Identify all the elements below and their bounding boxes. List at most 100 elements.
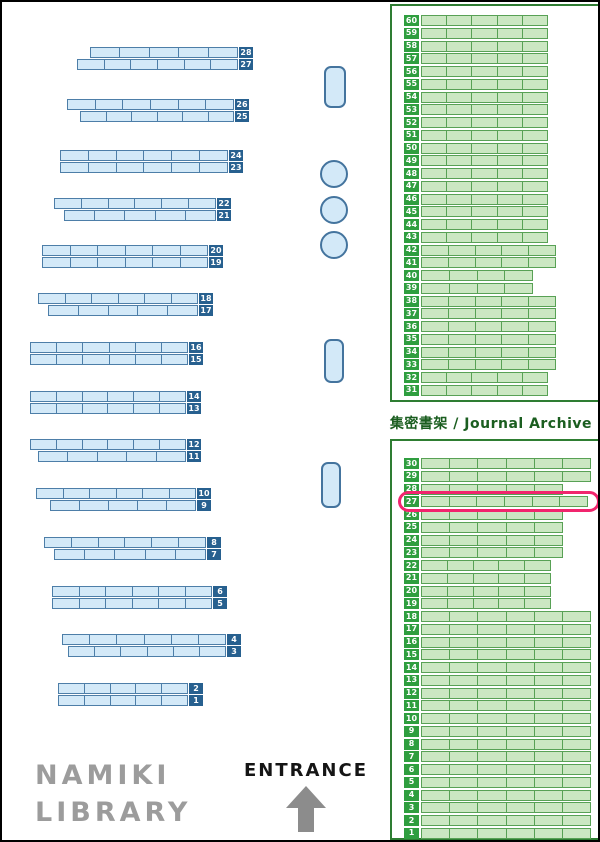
archive-shelf-row <box>421 15 548 26</box>
shelf-cell <box>43 246 71 255</box>
shelf-cell <box>159 587 186 596</box>
round-table <box>320 160 348 188</box>
shelf-cell <box>422 548 451 558</box>
shelf-cell <box>450 624 479 634</box>
shelf-cell <box>422 561 448 570</box>
shelf-cell <box>474 561 500 570</box>
reading-shelf-row <box>42 245 208 256</box>
shelf-cell <box>422 92 448 102</box>
shelf-cell <box>507 816 535 825</box>
shelf-cell <box>158 60 185 69</box>
shelf-cell <box>535 523 562 532</box>
reading-shelf-row <box>60 150 228 161</box>
shelf-cell <box>507 739 535 749</box>
shelf-number-badge: 2 <box>404 815 419 826</box>
shelf-cell <box>37 489 64 498</box>
shelf-number-badge: 41 <box>404 257 419 269</box>
archive-shelf-row <box>421 321 556 332</box>
shelf-cell <box>450 828 479 838</box>
shelf-cell <box>117 151 145 160</box>
shelf-cell <box>179 100 207 109</box>
shelf-cell <box>422 283 450 293</box>
shelf-cell <box>563 663 590 672</box>
shelf-cell <box>422 752 451 762</box>
shelf-number-badge: 44 <box>404 219 419 230</box>
shelf-number-badge: 7 <box>207 549 221 560</box>
shelf-cell <box>478 816 507 825</box>
shelf-cell <box>472 67 498 76</box>
shelf-cell <box>422 777 451 787</box>
shelf-number-badge: 42 <box>404 244 419 256</box>
shelf-number-badge: 57 <box>404 53 419 65</box>
shelf-cell <box>472 118 498 127</box>
shelf-number-badge: 20 <box>209 245 223 256</box>
shelf-cell <box>502 296 530 306</box>
shelf-number-badge: 15 <box>189 354 203 365</box>
archive-shelf-row <box>421 104 548 116</box>
shelf-cell <box>109 199 136 208</box>
shelf-cell <box>211 60 237 69</box>
shelf-cell <box>91 48 121 57</box>
shelf-cell <box>447 79 473 89</box>
shelf-number-badge: 9 <box>404 725 419 737</box>
shelf-cell <box>108 404 135 413</box>
shelf-number-badge: 3 <box>404 802 419 814</box>
shelf-cell <box>422 220 448 229</box>
archive-shelf-row <box>421 155 548 167</box>
shelf-cell <box>535 816 563 825</box>
shelf-number-badge: 16 <box>404 636 419 648</box>
shelf-cell <box>69 647 96 656</box>
shelf-cell <box>31 343 58 352</box>
shelf-number-badge: 34 <box>404 346 419 358</box>
shelf-cell <box>535 688 563 698</box>
shelf-number-badge: 18 <box>404 611 419 622</box>
shelf-cell <box>85 684 111 693</box>
shelf-cell <box>117 163 145 172</box>
shelf-cell <box>535 612 563 621</box>
shelf-number-badge: 14 <box>404 662 419 673</box>
shelf-cell <box>525 599 550 608</box>
shelf-cell <box>478 714 507 723</box>
archive-shelf-row <box>421 78 548 90</box>
reading-shelf-row <box>90 47 238 58</box>
shelf-cell <box>478 688 507 698</box>
pillar <box>324 339 344 383</box>
shelf-cell <box>498 143 523 153</box>
shelf-cell <box>523 220 547 229</box>
shelf-cell <box>422 624 451 634</box>
shelf-cell <box>499 561 526 570</box>
shelf-cell <box>563 612 590 621</box>
shelf-cell <box>450 497 478 507</box>
archive-shelf-row <box>421 295 556 307</box>
shelf-cell <box>422 510 451 519</box>
shelf-cell <box>422 765 451 774</box>
shelf-cell <box>472 130 498 140</box>
shelf-cell <box>476 360 503 370</box>
shelf-cell <box>523 156 547 165</box>
shelf-cell <box>55 550 86 559</box>
shelf-cell <box>123 100 152 109</box>
shelf-number-badge: 19 <box>209 257 223 268</box>
shelf-cell <box>478 739 507 749</box>
shelf-cell <box>447 207 473 217</box>
shelf-cell <box>186 211 215 220</box>
shelf-cell <box>563 676 590 685</box>
shelf-cell <box>507 522 535 532</box>
archive-shelf-row <box>421 244 556 256</box>
shelf-cell <box>117 635 145 644</box>
shelf-cell <box>478 726 507 736</box>
shelf-cell <box>507 714 535 723</box>
shelf-cell <box>179 538 205 547</box>
shelf-cell <box>476 309 503 319</box>
shelf-cell <box>81 112 107 121</box>
shelf-cell <box>61 163 89 172</box>
shelf-cell <box>447 41 473 51</box>
shelf-cell <box>145 635 172 644</box>
shelf-cell <box>422 484 451 494</box>
shelf-number-badge: 53 <box>404 104 419 116</box>
shelf-cell <box>186 587 212 596</box>
archive-shelf-row <box>421 700 591 712</box>
shelf-cell <box>422 714 451 723</box>
shelf-cell <box>450 548 479 558</box>
shelf-cell <box>80 501 109 510</box>
